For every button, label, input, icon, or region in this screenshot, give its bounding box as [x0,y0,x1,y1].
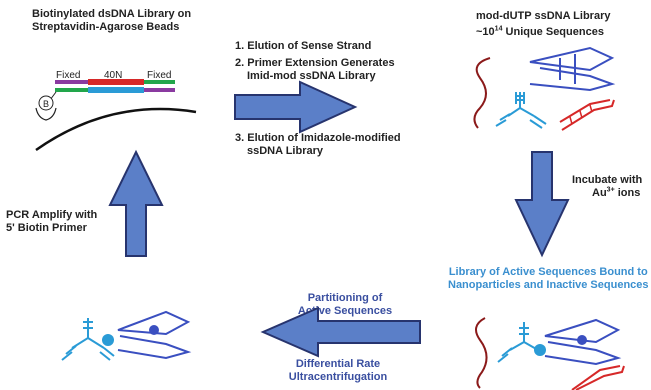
partitioning-label: Partitioning of Active Sequences [290,292,400,318]
aptamer-blue-y-bottom [497,322,539,363]
step-2-line2: Imid-mod ssDNA Library [247,70,376,82]
hairpin-red-top [559,99,615,131]
incubate-ion-charge: 3+ [606,186,615,194]
step-3: 3. Elution of Imidazole-modified ssDNA L… [235,132,401,158]
ssdna-library-title: mod-dUTP ssDNA Library ~1014 Unique Sequ… [476,10,610,39]
arrow-up-pcr [108,149,164,257]
pcr-label: PCR Amplify with 5' Biotin Primer [6,209,97,235]
hairpin-blue-left [117,310,192,360]
arrow-left-partition [260,306,421,358]
incubate-line2: Au3+ ions [572,186,642,200]
partitioning-line2: Active Sequences [297,305,393,317]
aptamer-blue-y [495,92,547,129]
active-library-line2: Nanoparticles and Inactive Sequences [448,279,649,291]
pcr-line2: 5' Biotin Primer [6,222,87,234]
agarose-bead-surface [35,107,197,152]
ssdna-library-title-line2: ~1014 Unique Sequences [476,25,610,39]
ssdna-library-structures [473,46,616,131]
gold-nanoparticle-left [102,334,114,346]
biotin-circle [38,95,54,111]
fixed-right-label: Fixed [147,70,172,81]
active-library-label: Library of Active Sequences Bound to Nan… [448,266,649,292]
step-2: 2. Primer Extension Generates Imid-mod s… [235,57,395,83]
dna-random-top [88,79,144,85]
bound-library-structures [475,317,625,390]
step-1: 1. Elution of Sense Strand [235,40,372,52]
arrow-right-steps [234,80,358,134]
gold-nanoparticle-hairpin-left [149,325,159,335]
dna-fixed-right-top [144,80,175,84]
aptamer-blue-y-left [61,318,115,361]
dna-fixed-left-bottom [55,88,88,92]
dna-fixed-right-bottom [144,88,175,92]
ssdna-library-count-exponent: 14 [494,25,503,33]
library-title: Biotinylated dsDNA Library on Streptavid… [32,8,191,34]
library-title-line1: Biotinylated dsDNA Library on [32,8,192,20]
ssdna-library-title-line1: mod-dUTP ssDNA Library [476,10,611,22]
library-title-line2: Streptavidin-Agarose Beads [32,21,180,33]
strand-dark-red-bottom [475,317,488,389]
arrow-down-incubate [514,151,570,258]
step-3-line2: ssDNA Library [247,145,324,157]
ultracentrifugation-label: Differential Rate Ultracentrifugation [278,358,398,384]
hairpin-blue-top [529,46,616,92]
strand-dark-red [473,57,491,129]
dsdna-construct: B [35,79,197,152]
ssdna-library-count-prefix: ~10 [476,26,495,38]
biotin-mark: B [43,99,49,109]
partitioned-active-structures [61,310,192,361]
ultracentrifugation-line1: Differential Rate [295,358,381,370]
ultracentrifugation-line2: Ultracentrifugation [288,371,388,383]
incubate-line1: Incubate with [572,174,643,186]
incubate-ion: Au [592,187,607,199]
random-region-label: 40N [104,70,123,81]
fixed-left-label: Fixed [56,70,81,81]
streptavidin-pocket [35,107,57,121]
ssdna-library-count-suffix: Unique Sequences [502,26,604,38]
step-2-line1: 2. Primer Extension Generates [235,57,395,69]
active-library-line1: Library of Active Sequences Bound to [448,266,648,278]
hairpin-red-top-rungs [569,104,593,125]
dna-random-bottom [88,87,144,93]
partitioning-line1: Partitioning of [307,292,383,304]
gold-nanoparticle-hairpin [577,335,587,345]
hairpin-red-bottom [571,365,625,390]
pcr-line1: PCR Amplify with [6,209,98,221]
incubate-ion-suffix: ions [614,187,641,199]
step-3-line1: 3. Elution of Imidazole-modified [235,132,401,144]
gold-nanoparticle-bottom-right [534,344,546,356]
incubate-label: Incubate with Au3+ ions [572,174,642,200]
dna-fixed-left-top [55,80,88,84]
